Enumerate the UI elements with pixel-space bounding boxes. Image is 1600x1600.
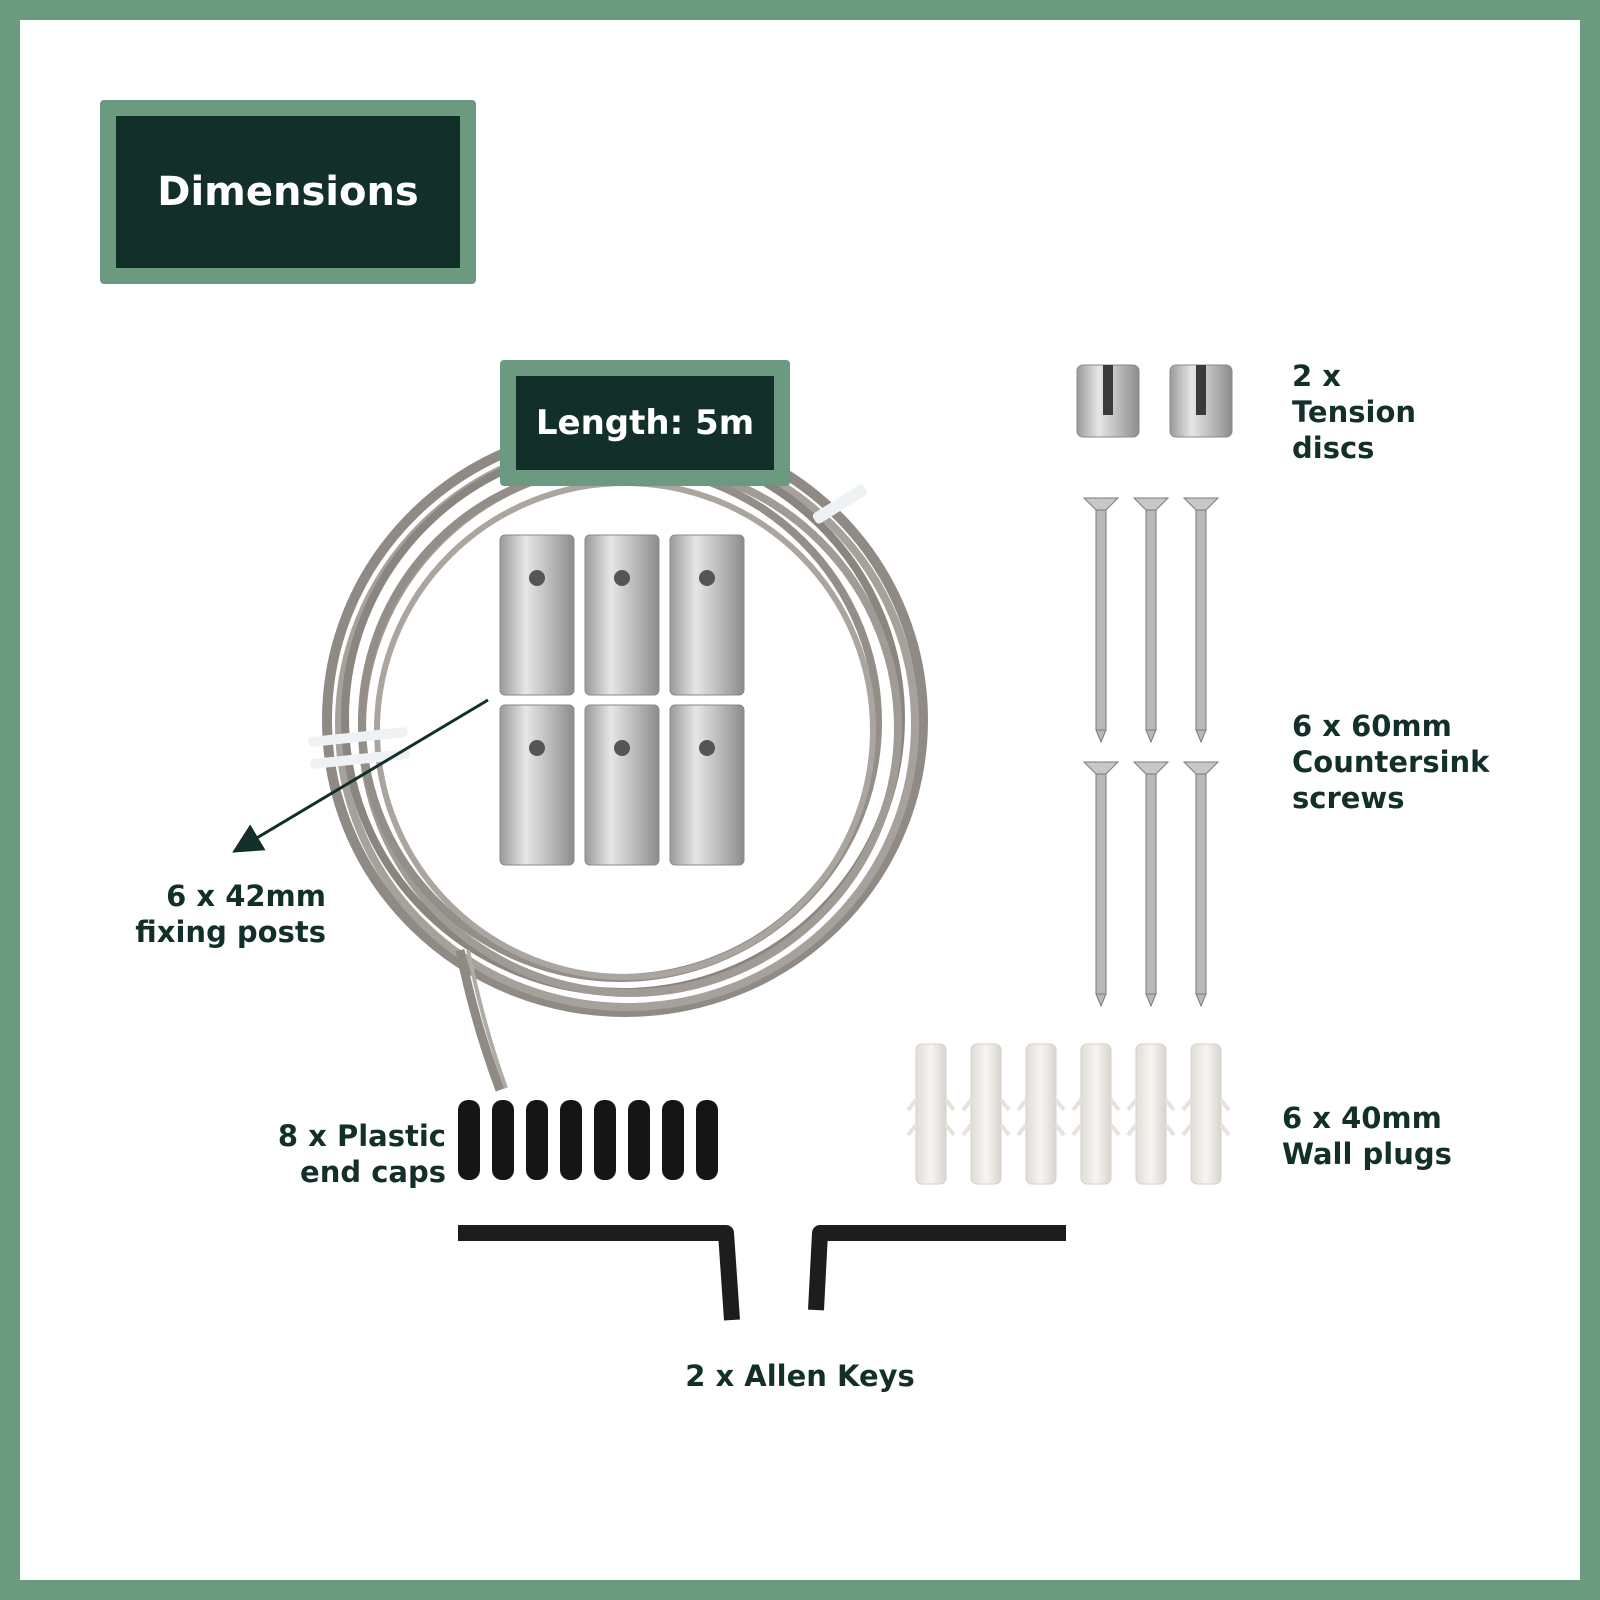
fixing-post [584, 534, 660, 696]
wall-plug [906, 1043, 956, 1185]
fixing-post [499, 704, 575, 866]
cable-tie-left [308, 727, 410, 769]
fixing-post [584, 704, 660, 866]
allen-keys [458, 1225, 1066, 1321]
tension-disc [1169, 364, 1233, 438]
screw [1132, 761, 1170, 1008]
pointer-arrow [232, 698, 489, 853]
product-illustration [232, 364, 1233, 1321]
fixing-post [669, 704, 745, 866]
fixing-posts [499, 534, 745, 866]
wall-plugs [906, 1043, 1231, 1185]
end-cap [492, 1100, 514, 1180]
screw [1182, 761, 1220, 1008]
screw [1082, 761, 1120, 1008]
wall-plugs-label: 6 x 40mm Wall plugs [1282, 1101, 1452, 1171]
fixing-post [669, 534, 745, 696]
allen-key [458, 1225, 740, 1321]
allen-keys-label: 2 x Allen Keys [685, 1359, 915, 1393]
tension-discs-label: 2 x Tension discs [1292, 359, 1417, 465]
end-cap [560, 1100, 582, 1180]
wall-plug [1071, 1043, 1121, 1185]
end-cap [526, 1100, 548, 1180]
end-caps-label: 8 x Plastic end caps [277, 1119, 446, 1189]
tension-disc [1076, 364, 1140, 438]
end-cap [628, 1100, 650, 1180]
screw [1132, 497, 1170, 744]
page-title: Dimensions [100, 100, 476, 284]
end-cap [662, 1100, 684, 1180]
screw [1082, 497, 1120, 744]
end-cap [458, 1100, 480, 1180]
countersink-screws-label: 6 x 60mm Countersink screws [1292, 709, 1490, 815]
wall-plug [961, 1043, 1011, 1185]
allen-key [808, 1225, 1066, 1311]
tension-discs [1076, 364, 1233, 438]
end-cap [696, 1100, 718, 1180]
end-caps [458, 1100, 718, 1180]
length-tag: Length: 5m [500, 360, 790, 486]
wall-plug [1016, 1043, 1066, 1185]
end-cap [594, 1100, 616, 1180]
screw [1182, 497, 1220, 744]
fixing-post [499, 534, 575, 696]
countersink-screws [1082, 497, 1220, 1008]
fixing-posts-label: 6 x 42mm fixing posts [135, 879, 326, 949]
wall-plug [1181, 1043, 1231, 1185]
cable-tie-right [812, 484, 868, 524]
wall-plug [1126, 1043, 1176, 1185]
